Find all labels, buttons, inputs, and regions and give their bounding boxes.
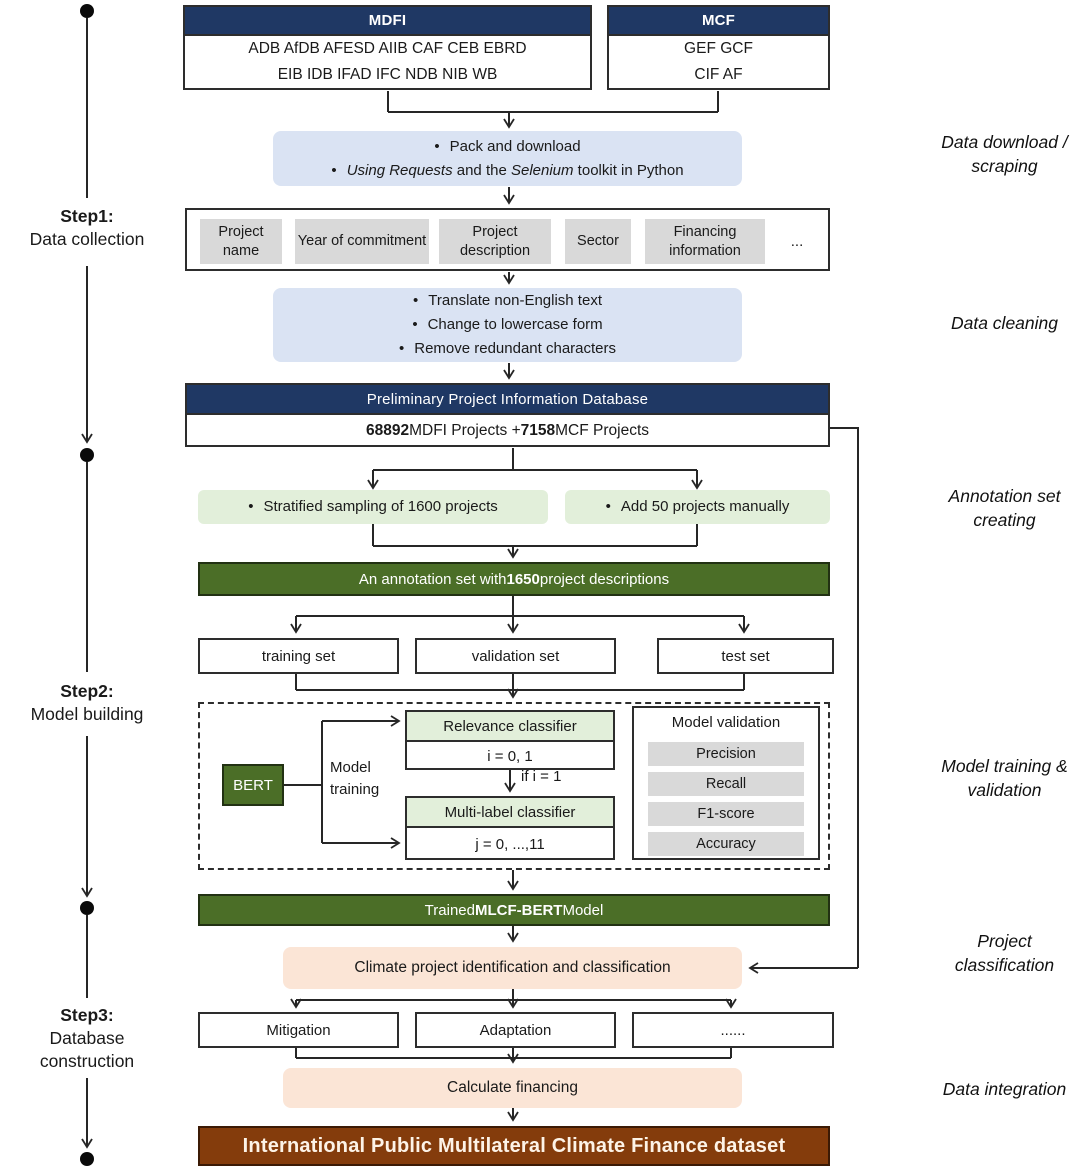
step3-subtitle-line2: construction — [39, 1051, 135, 1071]
scrape-box: •Pack and download •Using Requests and t… — [273, 131, 742, 186]
step3-title: Step3: — [60, 1005, 114, 1025]
relevance-classifier-box: Relevance classifier i = 0, 1 — [405, 710, 615, 770]
relevance-classifier-title: Relevance classifier — [407, 712, 613, 742]
bullet-icon: • — [412, 316, 418, 333]
validation-set-box: validation set — [415, 638, 616, 674]
sampling-box: •Stratified sampling of 1600 projects — [198, 490, 548, 524]
metric-recall: Recall — [648, 772, 804, 796]
test-set-box: test set — [657, 638, 834, 674]
mitigation-box: Mitigation — [198, 1012, 399, 1048]
annotation-set-box: An annotation set with 1650 project desc… — [198, 562, 830, 596]
manual-add-box: •Add 50 projects manually — [565, 490, 830, 524]
step1-title: Step1: — [60, 206, 114, 226]
relevance-classifier-output: i = 0, 1 — [487, 747, 533, 765]
outcome-row: Mitigation Adaptation ...... — [0, 1012, 1080, 1048]
stage-label-cleaning: Data cleaning — [950, 313, 1059, 333]
step2-title: Step2: — [60, 681, 114, 701]
timeline-dot-1 — [80, 4, 94, 18]
model-training-label: Model training — [330, 759, 380, 798]
bullet-icon: • — [413, 292, 419, 309]
fields-table: Project name Year of commitment Project … — [185, 208, 830, 271]
timeline-dot-4 — [80, 1152, 94, 1166]
final-dataset-box: International Public Multilateral Climat… — [198, 1126, 830, 1166]
training-set-box: training set — [198, 638, 399, 674]
classification-box: Climate project identification and class… — [283, 947, 742, 989]
multilabel-classifier-output: j = 0, ...,11 — [475, 835, 545, 853]
bullet-icon: • — [331, 161, 337, 179]
annotation-split-line — [296, 596, 744, 617]
field-cell-description: Project description — [439, 219, 551, 264]
db-bypass-line — [830, 427, 859, 968]
mcf-box: MCF GEF GCF CIF AF — [607, 5, 830, 90]
db-split-line — [373, 448, 697, 471]
stage-label-scraping: Data download / scraping — [941, 132, 1068, 176]
clean-box: •Translate non-English text •Change to l… — [273, 288, 742, 362]
bullet-icon: • — [605, 498, 611, 515]
metric-f1: F1-score — [648, 802, 804, 826]
step1-subtitle: Data collection — [29, 229, 145, 249]
field-cell-year: Year of commitment — [295, 219, 429, 264]
database-header: Preliminary Project Information Database — [187, 385, 828, 415]
field-cell-sector: Sector — [565, 219, 631, 264]
model-validation-title: Model validation — [671, 713, 781, 731]
step3-label: Step3: Database construction — [7, 1004, 167, 1073]
stage-label-integration: Data integration — [942, 1079, 1067, 1099]
model-building-box — [198, 702, 830, 870]
dataset-row: training set validation set test set — [0, 638, 1080, 674]
bullet-icon: • — [248, 498, 254, 515]
metric-precision: Precision — [648, 742, 804, 766]
field-cell-project-name: Project name — [200, 219, 282, 264]
multilabel-classifier-title: Multi-label classifier — [407, 798, 613, 828]
step1-label: Step1: Data collection — [7, 205, 167, 251]
mdfi-header: MDFI — [185, 7, 590, 36]
condition-label: if i = 1 — [521, 768, 562, 785]
mdfi-box: MDFI ADB AfDB AFESD AIIB CAF CEB EBRD EI… — [183, 5, 592, 90]
step3-subtitle-line1: Database — [49, 1028, 125, 1048]
model-validation-box: Model validation Precision Recall F1-sco… — [632, 706, 820, 860]
sampling-join-line — [372, 524, 698, 547]
timeline-dot-3 — [80, 901, 94, 915]
field-cell-financing: Financing information — [645, 219, 765, 264]
trained-model-box: Trained MLCF-BERT Model — [198, 894, 830, 926]
field-cell-more: ... — [790, 233, 804, 250]
timeline-dot-2 — [80, 448, 94, 462]
stage-label-classification: Project classification — [954, 931, 1055, 975]
sources-join-line — [387, 91, 719, 113]
calculate-financing-box: Calculate financing — [283, 1068, 742, 1108]
bullet-icon: • — [434, 137, 440, 155]
mdfi-body: ADB AfDB AFESD AIIB CAF CEB EBRD EIB IDB… — [248, 40, 527, 83]
step2-label: Step2: Model building — [7, 680, 167, 726]
stage-label-training: Model training & validation — [941, 756, 1068, 800]
bullet-icon: • — [398, 340, 405, 357]
stage-label-annotation: Annotation set creating — [948, 486, 1061, 530]
step2-subtitle: Model building — [30, 704, 144, 724]
other-categories-box: ...... — [632, 1012, 834, 1048]
database-box: Preliminary Project Information Database… — [185, 383, 830, 447]
bert-box: BERT — [222, 764, 284, 806]
mcf-body: GEF GCF CIF AF — [684, 40, 753, 83]
multilabel-classifier-box: Multi-label classifier j = 0, ...,11 — [405, 796, 615, 860]
mcf-header: MCF — [609, 7, 828, 36]
classify-split-line — [296, 989, 731, 1001]
database-counts: 68892 MDFI Projects + 7158 MCF Projects — [365, 422, 649, 439]
adaptation-box: Adaptation — [415, 1012, 616, 1048]
metric-accuracy: Accuracy — [648, 832, 804, 856]
